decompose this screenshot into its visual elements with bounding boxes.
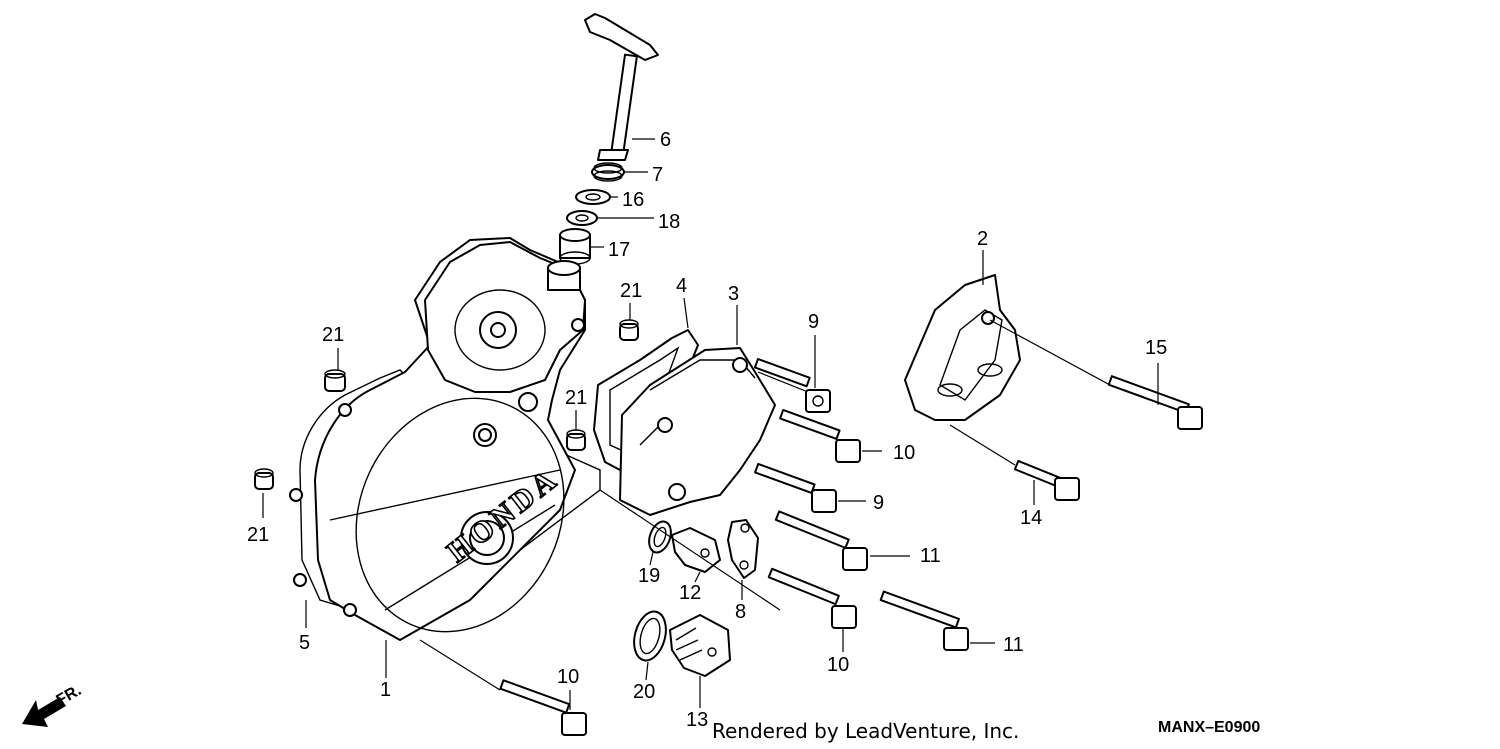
callout-6: 6	[660, 129, 671, 151]
front-direction-indicator: FR.	[22, 682, 84, 727]
callout-21-c: 21	[620, 280, 642, 302]
dowel-pin[interactable]	[324, 369, 346, 392]
callout-21-b: 21	[247, 524, 269, 546]
dowel-pin[interactable]	[619, 319, 639, 341]
callout-2: 2	[977, 228, 988, 250]
flange-bolt-14[interactable]	[1013, 459, 1080, 501]
flange-bolt-11-lower[interactable]	[879, 590, 969, 651]
callout-1: 1	[380, 679, 391, 701]
flange-bolt-10-bottom[interactable]	[499, 679, 587, 736]
callout-15: 15	[1145, 337, 1167, 359]
shaft-washer[interactable]	[575, 189, 611, 205]
callout-11-lower: 11	[1003, 634, 1024, 656]
cover-rib	[329, 469, 561, 521]
shaft-oil-seal[interactable]	[566, 210, 598, 226]
flange-bolt-10-middle[interactable]	[767, 567, 857, 629]
shaft-spring[interactable]	[591, 162, 625, 182]
callout-14: 14	[1020, 507, 1042, 529]
flange-bolt-9-upper[interactable]	[753, 358, 831, 413]
leader-lines	[262, 138, 1159, 710]
callout-13: 13	[686, 709, 708, 731]
flange-bolt-15[interactable]	[1107, 375, 1203, 430]
render-credit: Rendered by LeadVenture, Inc.	[712, 719, 1019, 743]
callout-7: 7	[652, 164, 663, 186]
sprocket-cover[interactable]	[619, 347, 776, 516]
dowel-pin[interactable]	[566, 429, 586, 451]
drain-plug[interactable]	[671, 527, 721, 573]
dowel-pin[interactable]	[254, 468, 274, 490]
callout-18: 18	[658, 211, 680, 233]
callout-19: 19	[638, 565, 660, 587]
callout-9-upper: 9	[808, 311, 819, 333]
callout-4: 4	[676, 275, 687, 297]
callout-9-lower: 9	[873, 492, 884, 514]
inspection-cap[interactable]	[669, 614, 731, 677]
needle-bearing[interactable]	[559, 228, 591, 265]
callout-8: 8	[735, 601, 746, 623]
diagram-code: MANX–E0900	[1158, 719, 1260, 736]
callout-10-middle: 10	[827, 654, 849, 676]
flange-bolt-11-upper[interactable]	[774, 510, 868, 571]
callout-21-d: 21	[565, 387, 587, 409]
callout-3: 3	[728, 283, 739, 305]
pump-shaft[interactable]	[584, 13, 659, 161]
flange-bolt-9-lower[interactable]	[754, 462, 837, 513]
callout-10-bottom: 10	[557, 666, 579, 688]
o-ring-large[interactable]	[629, 608, 671, 664]
callout-16: 16	[622, 189, 644, 211]
o-ring-small[interactable]	[645, 519, 675, 556]
flange-bolt-10-upper[interactable]	[779, 408, 861, 463]
front-arrow-icon	[22, 697, 66, 727]
callout-10-upper: 10	[893, 442, 915, 464]
sprocket-guard[interactable]	[904, 274, 1021, 421]
left-crankcase-cover[interactable]: HONDA	[289, 237, 601, 666]
callout-20: 20	[633, 681, 655, 703]
cover-face	[355, 397, 565, 633]
hose-clamp[interactable]	[727, 519, 759, 579]
callout-21-a: 21	[322, 324, 344, 346]
callout-17: 17	[608, 239, 630, 261]
callout-5: 5	[299, 632, 310, 654]
callout-11-upper: 11	[920, 545, 941, 567]
callout-12: 12	[679, 582, 701, 604]
